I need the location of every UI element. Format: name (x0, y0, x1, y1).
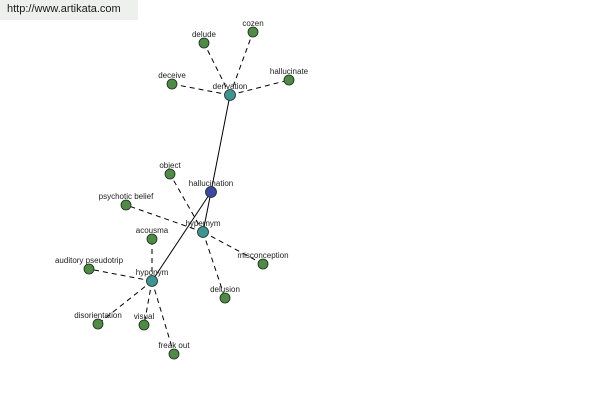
edge-derivation-deceive (171, 83, 231, 96)
site-url-banner[interactable]: http://www.artikata.com (0, 0, 138, 20)
nodes-layer (83, 26, 295, 360)
edge-derivation-delude (203, 42, 231, 96)
node-hypernym[interactable] (197, 226, 209, 238)
edges-layer (88, 31, 290, 355)
node-hallucinate[interactable] (283, 74, 295, 86)
node-delude[interactable] (198, 37, 210, 49)
edge-hypernym-object (169, 173, 204, 233)
edge-hyponym-freak-out (151, 280, 175, 355)
node-derivation[interactable] (224, 89, 236, 101)
edge-hallucination-hyponym (151, 191, 212, 282)
node-label-disorientation[interactable]: disorientation (74, 311, 122, 320)
edge-hyponym-visual (143, 280, 153, 326)
node-auditory-pseudotrip[interactable] (83, 263, 95, 275)
edge-hypernym-misconception (202, 231, 264, 265)
edge-hypernym-psychotic-belief (125, 204, 204, 233)
edge-hyponym-auditory-pseudotrip (88, 268, 153, 282)
node-object[interactable] (164, 168, 176, 180)
node-label-psychotic-belief[interactable]: psychotic belief (99, 192, 154, 201)
site-url-text[interactable]: http://www.artikata.com (7, 3, 121, 15)
labels-layer: hallucination derivation hypernym hyponym de… (55, 19, 309, 350)
node-label-derivation[interactable]: derivation (213, 82, 248, 91)
node-cozen[interactable] (247, 26, 259, 38)
node-label-misconception[interactable]: misconception (237, 251, 288, 260)
node-hallucination[interactable] (205, 186, 217, 198)
node-acousma[interactable] (146, 233, 158, 245)
node-label-hallucination[interactable]: hallucination (189, 179, 233, 188)
node-label-hallucinate[interactable]: hallucinate (270, 67, 309, 76)
node-hyponym[interactable] (146, 275, 158, 287)
node-misconception[interactable] (257, 258, 269, 270)
edge-derivation-cozen (229, 31, 254, 96)
node-label-freak-out[interactable]: freak out (158, 341, 190, 350)
node-label-delusion[interactable]: delusion (210, 285, 240, 294)
edge-hallucination-derivation (210, 94, 231, 193)
node-psychotic-belief[interactable] (120, 199, 132, 211)
node-label-object[interactable]: object (159, 161, 181, 170)
edge-derivation-hallucinate (229, 79, 290, 96)
edge-hypernym-delusion (202, 231, 226, 299)
node-deceive[interactable] (166, 78, 178, 90)
edge-hyponym-disorientation (97, 280, 153, 325)
node-label-deceive[interactable]: deceive (158, 71, 186, 80)
node-freak-out[interactable] (168, 348, 180, 360)
node-label-hypernym[interactable]: hypernym (185, 219, 220, 228)
node-label-delude[interactable]: delude (192, 30, 217, 39)
node-label-auditory-pseudotrip[interactable]: auditory pseudotrip (55, 256, 124, 265)
edge-hallucination-hypernym (202, 191, 212, 233)
node-label-visual[interactable]: visual (134, 312, 155, 321)
node-label-cozen[interactable]: cozen (242, 19, 263, 28)
node-delusion[interactable] (219, 292, 231, 304)
node-disorientation[interactable] (92, 318, 104, 330)
node-visual[interactable] (138, 319, 150, 331)
node-label-acousma[interactable]: acousma (136, 226, 169, 235)
node-label-hyponym[interactable]: hyponym (136, 268, 169, 277)
